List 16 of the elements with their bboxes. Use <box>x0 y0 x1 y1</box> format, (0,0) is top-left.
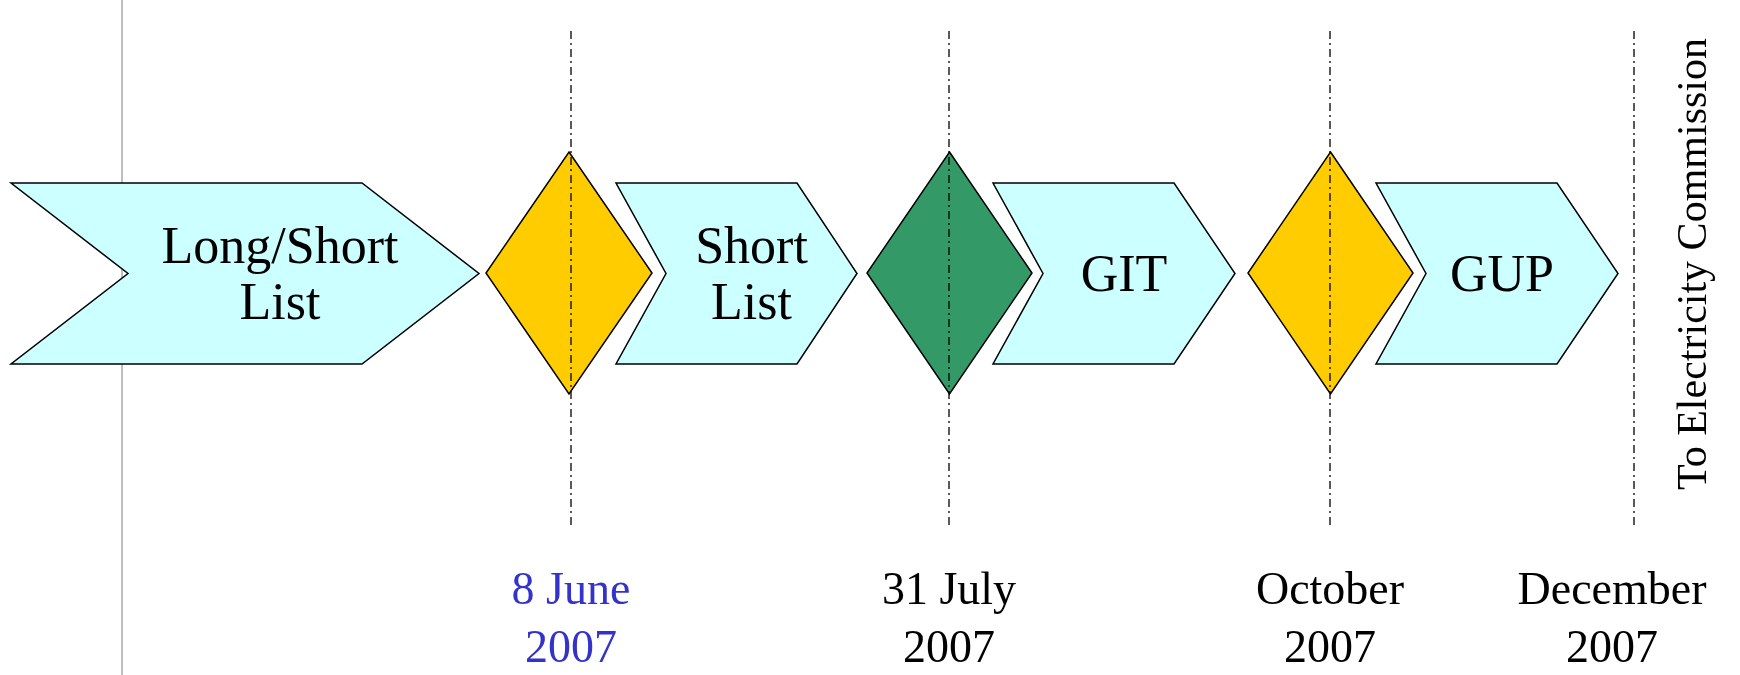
process-step-shape <box>616 183 857 364</box>
date-label: 31 July 2007 <box>880 562 1018 674</box>
step-label: GUP <box>1449 245 1555 302</box>
milestone-diamond <box>486 152 652 394</box>
date-label: 8 June 2007 <box>510 562 632 674</box>
date-label: October 2007 <box>1254 562 1406 674</box>
process-step-shape <box>1376 183 1618 364</box>
milestone-diamond <box>867 152 1032 394</box>
process-step-shape <box>11 183 479 364</box>
step-label: Long/Short List <box>160 217 400 330</box>
step-label: Short List <box>694 217 809 330</box>
step-label: GIT <box>1079 245 1169 302</box>
milestone-diamond <box>1248 152 1413 394</box>
destination-label: To Electricity Commission <box>1669 38 1715 490</box>
date-label: December 2007 <box>1516 562 1708 674</box>
process-step-shape <box>993 183 1235 364</box>
